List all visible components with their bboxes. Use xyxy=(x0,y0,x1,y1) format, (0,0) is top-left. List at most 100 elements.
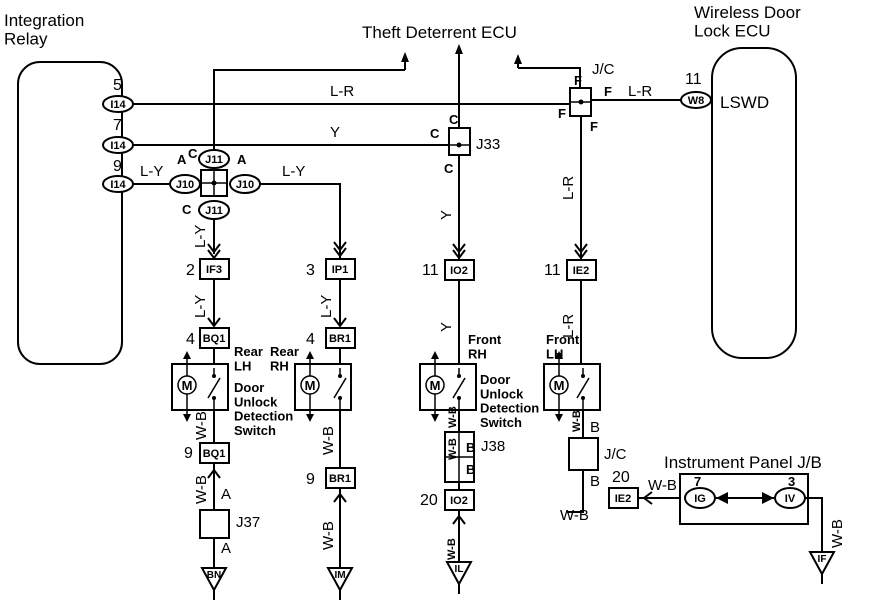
svg-text:L-Y: L-Y xyxy=(192,225,209,248)
connector-ip1: 3 IP1 xyxy=(306,258,356,280)
svg-text:20: 20 xyxy=(612,469,630,486)
svg-text:W-B: W-B xyxy=(571,410,583,432)
svg-text:M: M xyxy=(182,378,193,393)
svg-text:L-R: L-R xyxy=(628,83,652,100)
ground-bn: BN xyxy=(200,567,228,600)
svg-text:C: C xyxy=(444,161,454,176)
arrow-up-icon xyxy=(455,44,463,54)
svg-text:I14: I14 xyxy=(110,179,126,191)
svg-text:J37: J37 xyxy=(236,514,260,531)
svg-text:IG: IG xyxy=(694,493,706,505)
svg-text:A: A xyxy=(237,152,247,167)
instrument-panel-jb: Instrument Panel J/B 7 IG 3 IV xyxy=(664,453,822,525)
connector-bq1-bottom: 9 BQ1 xyxy=(184,442,230,464)
svg-text:9: 9 xyxy=(306,471,315,488)
svg-text:Y: Y xyxy=(438,322,455,332)
svg-text:BR1: BR1 xyxy=(329,473,351,485)
door-lock-motor-rear-rh: M xyxy=(294,351,352,422)
svg-text:C: C xyxy=(449,112,459,127)
lswd-label: LSWD xyxy=(720,93,769,112)
arrow-up-icon xyxy=(401,52,409,62)
svg-text:IF: IF xyxy=(818,554,827,565)
svg-text:M: M xyxy=(554,378,565,393)
connector-bq1-top: 4 BQ1 xyxy=(186,327,230,349)
svg-text:Y: Y xyxy=(438,210,455,220)
svg-text:5: 5 xyxy=(113,77,122,94)
svg-text:B: B xyxy=(590,473,600,490)
svg-text:BN: BN xyxy=(207,570,221,581)
svg-text:B: B xyxy=(590,419,600,436)
ground-if: IF xyxy=(808,551,836,584)
svg-text:IF3: IF3 xyxy=(206,264,222,276)
svg-text:W-B: W-B xyxy=(446,538,458,560)
svg-text:W-B: W-B xyxy=(560,507,589,524)
svg-text:J11: J11 xyxy=(205,205,223,217)
svg-text:IV: IV xyxy=(785,493,796,505)
svg-text:3: 3 xyxy=(306,262,315,279)
connector-br1-top: 4 BR1 xyxy=(306,327,356,349)
svg-text:F: F xyxy=(590,119,598,134)
arrow-up-icon xyxy=(514,54,522,64)
svg-text:J/C: J/C xyxy=(592,61,615,78)
svg-text:7: 7 xyxy=(113,117,122,134)
svg-text:L-Y: L-Y xyxy=(318,295,335,318)
svg-text:9: 9 xyxy=(113,158,122,175)
svg-text:2: 2 xyxy=(186,262,195,279)
svg-text:A: A xyxy=(177,152,187,167)
connector-ie2-top: 11 IE2 xyxy=(544,259,597,281)
svg-text:J10: J10 xyxy=(176,179,194,191)
svg-text:BR1: BR1 xyxy=(329,333,351,345)
junction-jc-top: J/C F F F F xyxy=(558,61,615,134)
svg-text:M: M xyxy=(305,378,316,393)
svg-text:W-B: W-B xyxy=(320,426,337,455)
svg-text:L-Y: L-Y xyxy=(282,163,305,180)
svg-text:C: C xyxy=(188,146,198,161)
svg-text:W-B: W-B xyxy=(447,406,459,428)
svg-text:M: M xyxy=(430,378,441,393)
svg-text:J10: J10 xyxy=(236,179,254,191)
svg-text:J11: J11 xyxy=(205,154,223,166)
junction-j33: J33 C C C xyxy=(430,112,500,176)
svg-text:C: C xyxy=(182,202,192,217)
svg-text:11: 11 xyxy=(422,262,439,279)
svg-text:7: 7 xyxy=(694,474,701,489)
junction-j37: J37 xyxy=(199,509,260,539)
svg-text:W-B: W-B xyxy=(193,411,210,440)
ground-im: IM xyxy=(326,567,354,600)
svg-text:Y: Y xyxy=(330,124,340,141)
svg-text:L-Y: L-Y xyxy=(192,295,209,318)
svg-text:B: B xyxy=(466,462,475,477)
connector-ie2-bottom: 20 IE2 xyxy=(608,469,639,509)
svg-text:W-B: W-B xyxy=(447,438,459,460)
svg-text:A: A xyxy=(221,486,231,503)
svg-text:BQ1: BQ1 xyxy=(203,333,226,345)
instrument-panel-label: Instrument Panel J/B xyxy=(664,453,822,472)
svg-text:IE2: IE2 xyxy=(573,265,590,277)
svg-text:A: A xyxy=(221,540,231,557)
svg-text:IL: IL xyxy=(455,564,464,575)
svg-text:IM: IM xyxy=(334,570,345,581)
junction-j10-j11: L-Y J10 J11 J10 J11 A C A C xyxy=(133,146,261,220)
svg-text:W-B: W-B xyxy=(648,477,677,494)
connector-if3: 2 IF3 xyxy=(186,258,230,280)
svg-text:IO2: IO2 xyxy=(450,495,468,507)
svg-text:BQ1: BQ1 xyxy=(203,448,226,460)
svg-text:W-B: W-B xyxy=(193,475,210,504)
svg-text:W-B: W-B xyxy=(320,521,337,550)
theft-ecu-label: Theft Deterrent ECU xyxy=(362,23,517,42)
svg-text:I14: I14 xyxy=(110,99,126,111)
connector-br1-bottom: 9 BR1 xyxy=(306,467,356,489)
svg-text:B: B xyxy=(466,440,475,455)
connector-io2-top: 11 IO2 xyxy=(422,259,475,281)
svg-text:L-Y: L-Y xyxy=(140,163,163,180)
connector-io2-bottom: 20 IO2 xyxy=(420,489,475,511)
svg-text:4: 4 xyxy=(186,331,195,348)
svg-text:W8: W8 xyxy=(688,95,705,107)
